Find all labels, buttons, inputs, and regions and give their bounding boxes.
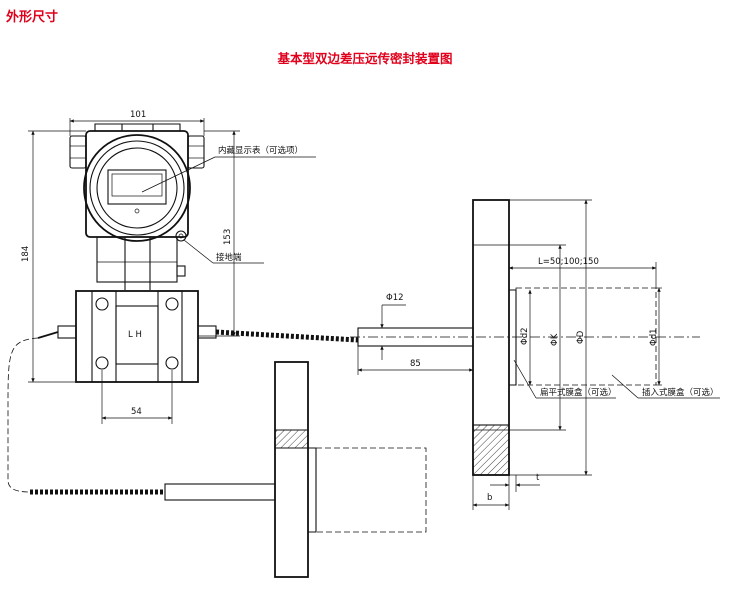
- annotation-display-label: 内藏显示表（可选项）: [218, 145, 303, 156]
- dim-t: t: [490, 473, 540, 492]
- annotation-insert-diaphragm: 插入式膜盒（可选）: [611, 374, 720, 399]
- dim-b-label: b: [487, 493, 492, 503]
- dim-tube-diameter: Φ12: [380, 293, 406, 360]
- annotation-ground-label: 接地端: [216, 252, 242, 263]
- dim-head-height: 153: [198, 130, 240, 337]
- dim-total-height-label: 184: [21, 246, 31, 262]
- annotation-flat-diaphragm-label: 扁平式膜盒（可选）: [540, 387, 617, 398]
- dim-tube-length: 85: [357, 346, 474, 375]
- dim-tube-length-label: 85: [410, 359, 421, 369]
- dim-width-label: 101: [130, 110, 146, 120]
- transmitter-neck: [96, 236, 186, 290]
- dim-d2-label: Φd2: [520, 328, 530, 346]
- dim-tube-diameter-label: Φ12: [386, 293, 404, 303]
- dim-width: 101: [69, 110, 205, 136]
- seal-right: [350, 199, 700, 476]
- dim-total-height: 184: [21, 130, 86, 383]
- annotation-display: 内藏显示表（可选项）: [141, 145, 316, 193]
- drawing-title: 基本型双边差压远传密封装置图: [277, 51, 453, 66]
- dim-t-label: t: [536, 473, 540, 483]
- annotation-flat-diaphragm: 扁平式膜盒（可选）: [513, 359, 617, 399]
- section-title: 外形尺寸: [6, 10, 59, 25]
- dim-head-height-label: 153: [223, 229, 233, 245]
- capillary-right: [215, 329, 359, 343]
- seal-lower: [164, 361, 427, 578]
- dim-d-label: ΦD: [576, 330, 586, 344]
- dim-d1-label: Φd1: [649, 329, 659, 347]
- body-marking: L H: [128, 330, 142, 340]
- sensor-body: L H: [57, 290, 217, 383]
- transmitter-housing: [69, 123, 205, 242]
- dim-d2: Φd2: [520, 289, 532, 386]
- dim-d1: Φd1: [649, 287, 662, 386]
- dim-d: ΦD: [509, 199, 592, 476]
- annotation-insert-diaphragm-label: 插入式膜盒（可选）: [642, 387, 719, 398]
- dim-flange-spacing: 54: [101, 370, 173, 424]
- dim-extension-length-label: L=50;100;150: [538, 257, 599, 267]
- dim-k: ΦK: [509, 244, 566, 431]
- dim-extension-length: L=50;100;150: [508, 257, 657, 290]
- annotation-ground: 接地端: [183, 239, 264, 264]
- dim-flange-spacing-label: 54: [131, 407, 142, 417]
- dim-k-label: ΦK: [550, 333, 560, 346]
- dim-b: b: [472, 475, 510, 510]
- capillary-left: [7, 331, 165, 495]
